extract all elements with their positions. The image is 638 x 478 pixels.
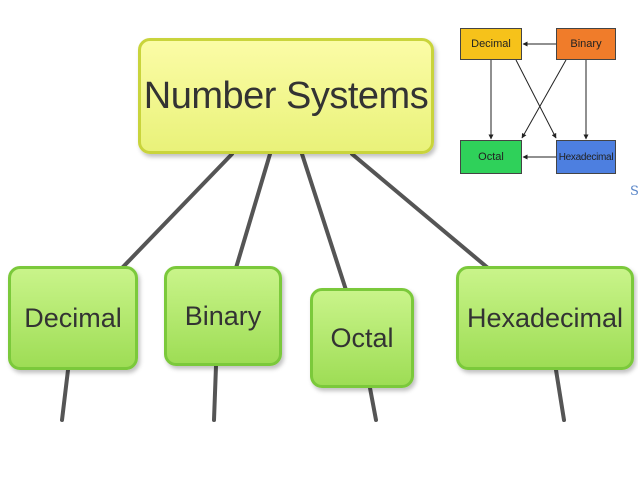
edge-letter-mark: S	[630, 184, 638, 199]
inset-node-decimal: Decimal	[460, 28, 522, 60]
child-node-decimal: Decimal	[8, 266, 138, 370]
child-node-hexadecimal: Hexadecimal	[456, 266, 634, 370]
link-root-octal	[300, 152, 348, 292]
link-root-hexadecimal	[350, 152, 490, 270]
link-root-binary	[234, 152, 272, 270]
inset-arrow-binary-octal	[521, 59, 567, 139]
inset-node-octal: Octal	[460, 140, 522, 174]
inset-node-hexadecimal: Hexadecimal	[556, 140, 616, 174]
stub-binary	[212, 364, 218, 422]
inset-arrow-decimal-hex	[515, 59, 557, 139]
inset-node-binary: Binary	[556, 28, 616, 60]
stub-decimal	[60, 368, 70, 422]
stub-octal	[368, 386, 378, 422]
stub-hexadecimal	[554, 368, 566, 422]
child-node-binary: Binary	[164, 266, 282, 366]
link-root-decimal	[120, 152, 234, 270]
child-node-octal: Octal	[310, 288, 414, 388]
root-node-number-systems: Number Systems	[138, 38, 434, 154]
